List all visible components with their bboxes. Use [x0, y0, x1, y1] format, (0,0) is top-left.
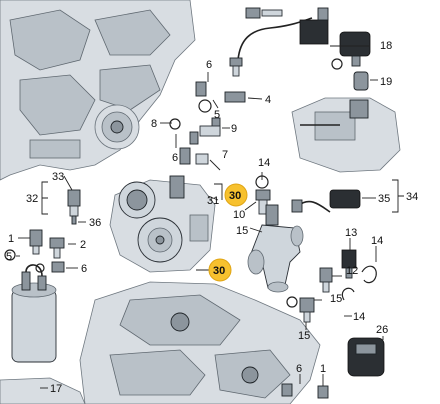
crankshaft-pulley — [94, 104, 140, 150]
label-15-low: 15 — [298, 330, 310, 342]
label-30-top: 30 — [229, 190, 241, 202]
label-14-top: 14 — [258, 157, 270, 169]
label-34: 34 — [406, 191, 418, 203]
label-9: 9 — [231, 123, 237, 135]
harness-35 — [291, 189, 361, 213]
label-5-top: 5 — [214, 109, 220, 121]
sender-6-bottom — [281, 383, 329, 399]
sender-12 — [319, 267, 333, 293]
engine-block-bottom-left — [0, 377, 86, 404]
label-6-bottom: 6 — [296, 363, 302, 375]
label-19: 19 — [380, 76, 392, 88]
label-6-top: 6 — [206, 59, 212, 71]
label-36: 36 — [89, 217, 101, 229]
label-18: 18 — [380, 40, 392, 52]
label-17: 17 — [50, 383, 62, 395]
sender-13 — [341, 249, 357, 279]
label-4-top: 4 — [265, 94, 271, 106]
engine-inset-right — [291, 97, 401, 173]
ring-5 — [4, 249, 16, 261]
label-14-right: 14 — [371, 235, 383, 247]
label-2: 2 — [80, 239, 86, 251]
sensor-33 — [67, 189, 81, 225]
small-parts-4-9 — [169, 81, 246, 165]
label-13: 13 — [345, 227, 357, 239]
cap-19 — [353, 71, 369, 91]
label-32: 32 — [26, 193, 38, 205]
label-15-top: 15 — [236, 225, 248, 237]
sensor-2 — [49, 237, 65, 259]
sensor-1-left — [29, 229, 43, 255]
label-7: 7 — [222, 149, 228, 161]
sender-15-bottom — [286, 296, 315, 323]
label-6-left: 6 — [81, 263, 87, 275]
label-8: 8 — [151, 118, 157, 130]
label-6-mid: 6 — [172, 152, 178, 164]
label-31: 31 — [207, 195, 219, 207]
highlight-30 — [208, 183, 248, 282]
engine-block-bottom — [79, 281, 321, 404]
label-12: 12 — [346, 265, 358, 277]
clip-14 — [341, 265, 377, 301]
plug-26 — [347, 337, 385, 377]
label-5-left: 5 — [6, 251, 12, 263]
label-10: 10 — [233, 209, 245, 221]
fuel-pump-canister — [11, 264, 57, 363]
oxygen-sensor-harness — [229, 7, 329, 77]
label-1-left: 1 — [8, 233, 14, 245]
coolant-flange — [247, 204, 304, 293]
leader-lines — [16, 45, 404, 389]
label-33: 33 — [52, 171, 64, 183]
label-30-bottom: 30 — [213, 265, 225, 277]
label-1-bottom: 1 — [320, 363, 326, 375]
callout-labels: 6 4 5 9 8 6 7 18 19 14 10 15 35 34 13 14… — [6, 40, 418, 395]
label-26: 26 — [376, 324, 388, 336]
label-14-bottom: 14 — [353, 311, 365, 323]
sensor-6-left — [35, 261, 65, 273]
valve-18 — [331, 31, 371, 70]
compressor-assembly — [109, 175, 216, 273]
label-15-mid: 15 — [330, 293, 342, 305]
engine-block-top — [0, 0, 196, 181]
label-35: 35 — [378, 193, 390, 205]
